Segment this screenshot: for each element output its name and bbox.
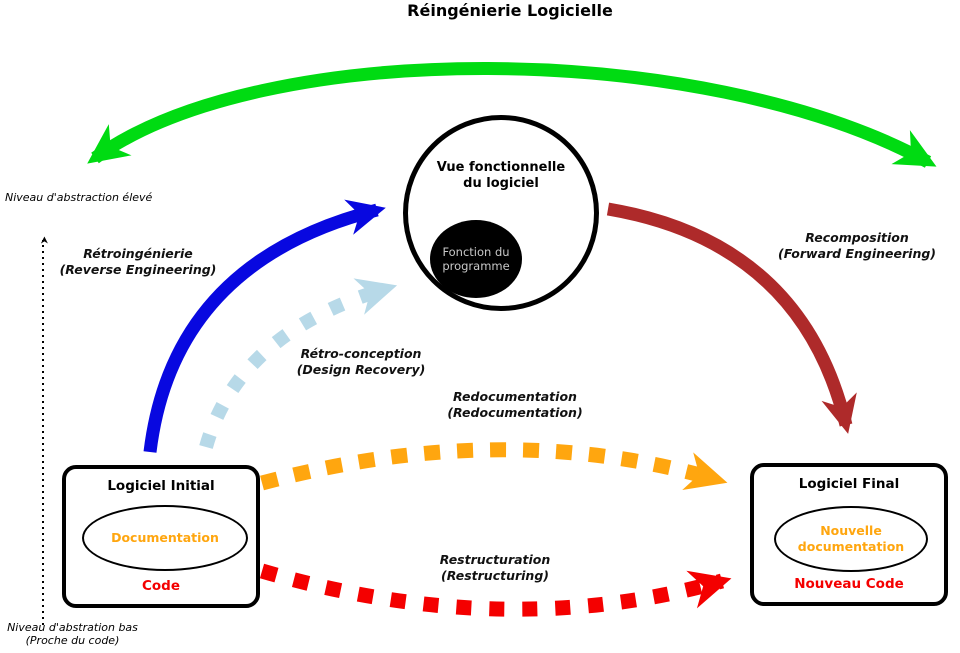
program-function-ellipse: Fonction du programme bbox=[430, 220, 522, 298]
initial-software-box: Logiciel Initial Documentation Code bbox=[62, 465, 260, 608]
label-reverse-engineering: Rétroingénierie (Reverse Engineering) bbox=[59, 246, 217, 277]
axis-bottom-label: Niveau d'abstration bas (Proche du code) bbox=[0, 621, 145, 647]
label-design-recovery: Rétro-conception (Design Recovery) bbox=[296, 346, 426, 377]
initial-code-label: Code bbox=[141, 578, 180, 594]
reengineering-arrow bbox=[87, 62, 937, 168]
functional-view-circle: Vue fonctionnelle du logiciel Fonction d… bbox=[403, 115, 599, 311]
restructuring-arrow bbox=[259, 563, 732, 617]
final-code-label: Nouveau Code bbox=[794, 576, 904, 592]
axis-bottom-label-line2: (Proche du code) bbox=[25, 634, 120, 648]
redocumentation-arrow bbox=[260, 442, 728, 491]
diagram-title: Réingénierie Logicielle bbox=[407, 1, 613, 20]
functional-view-label: Vue fonctionnelle du logiciel bbox=[436, 160, 566, 192]
label-forward-engineering: Recomposition (Forward Engineering) bbox=[777, 230, 936, 261]
final-software-title: Logiciel Final bbox=[798, 476, 900, 492]
final-software-box: Logiciel Final Nouvelle documentation No… bbox=[750, 463, 948, 606]
label-redocumentation: Redocumentation (Redocumentation) bbox=[447, 389, 583, 420]
initial-documentation-ellipse: Documentation bbox=[82, 505, 248, 571]
reverse-engineering-arrow bbox=[143, 199, 386, 453]
final-documentation-label: Nouvelle documentation bbox=[797, 523, 905, 554]
final-documentation-ellipse: Nouvelle documentation bbox=[774, 506, 928, 572]
initial-documentation-label: Documentation bbox=[111, 530, 219, 546]
forward-engineering-arrow bbox=[606, 202, 857, 434]
label-restructuring: Restructuration (Restructuring) bbox=[439, 552, 551, 583]
axis-top-label: Niveau d'abstraction élevé bbox=[5, 191, 153, 204]
program-function-label: Fonction du programme bbox=[442, 244, 510, 273]
initial-software-title: Logiciel Initial bbox=[107, 478, 215, 494]
axis-bottom-label-line1: Niveau d'abstration bas bbox=[7, 621, 138, 634]
